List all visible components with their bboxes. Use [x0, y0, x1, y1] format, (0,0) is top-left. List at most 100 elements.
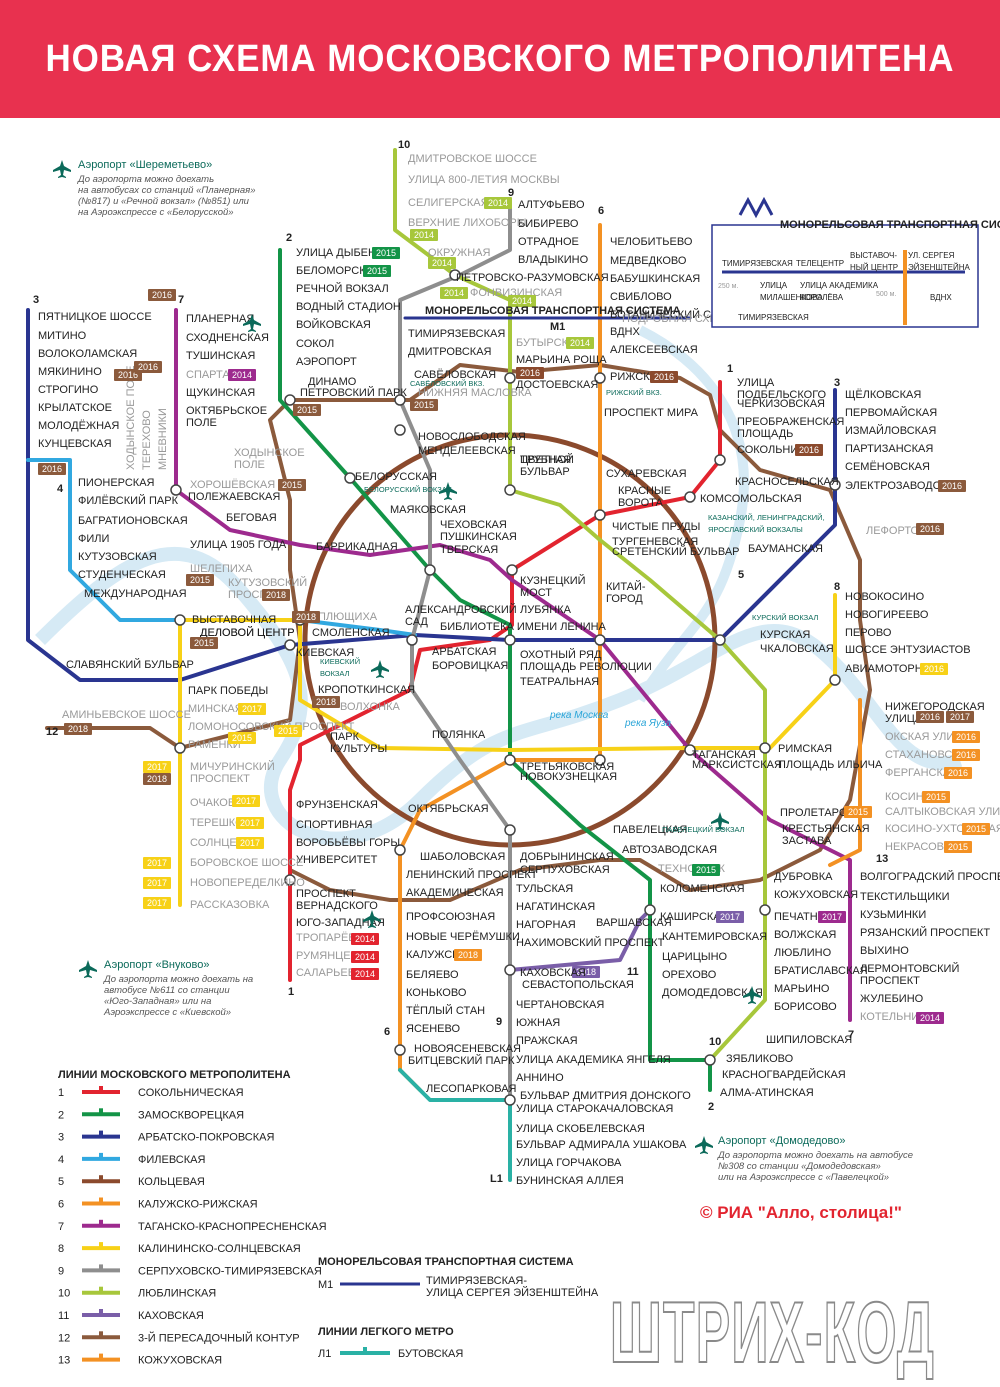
station-label: УЛИЦА АКАДЕМИКА ЯНГЕЛЯ [516, 1054, 671, 1066]
station-label: ЮГО-ЗАПАДНАЯ [296, 917, 385, 929]
legend-light-title: ЛИНИИ ЛЕГКОГО МЕТРО [318, 1326, 454, 1338]
station-label: УЛИЦА СКОБЕЛЕВСКАЯ [516, 1123, 645, 1135]
legend-line-name: КОЛЬЦЕВАЯ [138, 1176, 205, 1188]
station-label-line: МИТИНО [38, 330, 87, 342]
transfer-node [594, 509, 606, 521]
legend-monorail-name-line: ТИМИРЯЗЕВСКАЯ- [426, 1275, 527, 1287]
airport-note: №308 со станции «Домодедовская» [718, 1161, 881, 1172]
station-label-line: ПЛАНЕРНАЯ [186, 313, 254, 325]
station-label-line: БРАТИСЛАВСКАЯ [774, 965, 868, 977]
station-label-line: БУЛЬВАР [520, 466, 570, 478]
year-tag-text: 2018 [266, 590, 286, 600]
station-label: РЯЗАНСКИЙ ПРОСПЕКТ [860, 926, 990, 939]
station-label-line: НАГАТИНСКАЯ [516, 901, 595, 913]
station-label-line: СМОЛЕНСКАЯ [312, 627, 390, 639]
year-tag: 2015 [922, 791, 950, 803]
station-label: НОВЫЕ ЧЕРЁМУШКИ [406, 931, 520, 943]
year-tag: 2015 [692, 864, 720, 876]
transfer-node [284, 394, 296, 406]
monorail-distance-line: 250 м. [718, 283, 738, 290]
station-label: ИЗМАЙЛОВСКАЯ [845, 424, 936, 437]
railway-station-note-line: ПАВЕЛЕЦКИЙ ВОКЗАЛ [662, 825, 745, 834]
year-tag-bg [938, 480, 966, 492]
year-tag-bg [566, 337, 594, 349]
title-banner: НОВАЯ СХЕМА МОСКОВСКОГО МЕТРОПОЛИТЕНА [0, 0, 1000, 118]
year-tag-bg [650, 371, 678, 383]
station-label-line: УЛИЦА СКОБЕЛЕВСКАЯ [516, 1123, 645, 1135]
station-label-line: ПРОСПЕКТ [860, 975, 920, 987]
station-label: РУМЯНЦЕВО [296, 950, 367, 962]
monorail-station-line: МИЛАШЕНКОВА [760, 293, 823, 302]
year-tag-text: 2017 [240, 818, 260, 828]
station-label: ОХОТНЫЙ РЯД [520, 648, 602, 661]
year-tag-bg [274, 725, 302, 737]
station-label: ЩУКИНСКАЯ [186, 387, 255, 399]
station-label-line: ВОЛОКОЛАМСКАЯ [38, 348, 137, 360]
station-label-line: ВАРШАВСКАЯ [596, 917, 672, 929]
year-tag-bg [238, 703, 266, 715]
monorail-logo [738, 196, 774, 219]
legend-line-number: 2 [58, 1109, 64, 1121]
railway-station-note-line: КУРСКИЙ ВОКЗАЛ [752, 613, 818, 622]
station-label-line: ЧКАЛОВСКАЯ [760, 643, 834, 655]
monorail-station: ТИМИРЯЗЕВСКАЯ [738, 313, 809, 322]
year-tag-bg [143, 877, 171, 889]
station-label-line: ТРУБНАЯ [520, 454, 571, 466]
station-label-line: БУНИНСКАЯ АЛЛЕЯ [516, 1175, 624, 1187]
legend-line-name-line: ТАГАНСКО-КРАСНОПРЕСНЕНСКАЯ [138, 1221, 327, 1233]
year-tag-text: 2015 [190, 575, 210, 585]
year-tag-text: 2016 [956, 732, 976, 742]
station-label-line: САЛТЫКОВСКАЯ УЛИЦА [885, 806, 1000, 818]
station-label: БОРОВИЦКАЯ [432, 660, 508, 672]
year-tag-text: 2017 [147, 762, 167, 772]
legend-monorail-title: МОНОРЕЛЬСОВАЯ ТРАНСПОРТНАЯ СИСТЕМА [318, 1256, 574, 1268]
year-tag-text: 2016 [948, 768, 968, 778]
legend-line-name-line: СЕРПУХОВСКО-ТИМИРЯЗЕВСКАЯ [138, 1265, 322, 1277]
station-label-line: ПЕРВОМАЙСКАЯ [845, 406, 937, 419]
transfer-node [406, 634, 418, 646]
year-tag-text: 2017 [147, 878, 167, 888]
monorail-box-title: МОНОРЕЛЬСОВАЯ ТРАНСПОРТНАЯ СИСТЕМА [780, 219, 1000, 231]
line-11 [508, 908, 652, 972]
legend-line-number-line: 7 [58, 1221, 64, 1233]
legend [82, 1086, 420, 1362]
year-tag-bg [186, 574, 214, 586]
airport-note-line: на автобусах со станций «Планерная» [78, 185, 256, 196]
station-label: БЕГОВАЯ [226, 512, 277, 524]
station-label-line: АМИНЬЕВСКОЕ ШОССЕ [62, 709, 191, 721]
airport-note-line: или на Аэроэкспрессе с «Павелецкой» [718, 1172, 889, 1183]
railway-station-note: БЕЛОРУССКИЙ ВОКЗАЛ [364, 485, 452, 494]
legend-light-number: Л1 [318, 1348, 331, 1360]
year-tag-text: 2017 [240, 838, 260, 848]
year-tag: 2017 [143, 877, 171, 889]
year-tag-text: 2017 [147, 858, 167, 868]
airplane-icon [711, 812, 729, 830]
station-label-line: НИЖНЯЯ МАСЛОВКА [418, 387, 532, 399]
legend-monorail-name: ТИМИРЯЗЕВСКАЯ-УЛИЦА СЕРГЕЯ ЭЙЗЕНШТЕЙНА [426, 1275, 599, 1299]
year-tag-bg [922, 791, 950, 803]
station-label-line: БОТАНИЧЕСКИЙ САД [610, 308, 726, 321]
transfer-node [174, 614, 186, 626]
year-tag-text: 2014 [355, 969, 375, 979]
line-number: 10 [709, 1036, 721, 1048]
station-label: НАГАТИНСКАЯ [516, 901, 595, 913]
station-label-line: СВИБЛОВО [610, 291, 672, 303]
station-label-line: ОКТЯБРЬСКАЯ [408, 803, 489, 815]
station-label-line: ОКРУЖНАЯ [428, 247, 490, 259]
airport-note-line: на Аэроэкспрессе с «Белорусской» [78, 207, 234, 218]
station-label-line: ЗАСТАВА [782, 835, 832, 847]
legend-line-name: КАЛИНИНСКО-СОЛНЦЕВСКАЯ [138, 1243, 301, 1255]
airplane-icon [695, 1136, 713, 1154]
station-label-line: ПРОФСОЮЗНАЯ [406, 911, 495, 923]
legend-line-number: 10 [58, 1288, 70, 1300]
airplane-icon-shape [743, 986, 761, 1004]
station-label-line: ОКСКАЯ УЛИЦА [885, 731, 970, 743]
station-label: КУРСКАЯ [760, 629, 810, 641]
station-label-line: МОЛОДЁЖНАЯ [38, 420, 119, 432]
station-label: МЯКИНИНО [38, 366, 102, 378]
station-label-line: ЛЕНИНСКИЙ ПРОСПЕКТ [406, 868, 538, 881]
station-label: ФРУНЗЕНСКАЯ [296, 799, 378, 811]
station-label-line: ПЕРОВО [845, 627, 892, 639]
year-tag-bg [143, 857, 171, 869]
